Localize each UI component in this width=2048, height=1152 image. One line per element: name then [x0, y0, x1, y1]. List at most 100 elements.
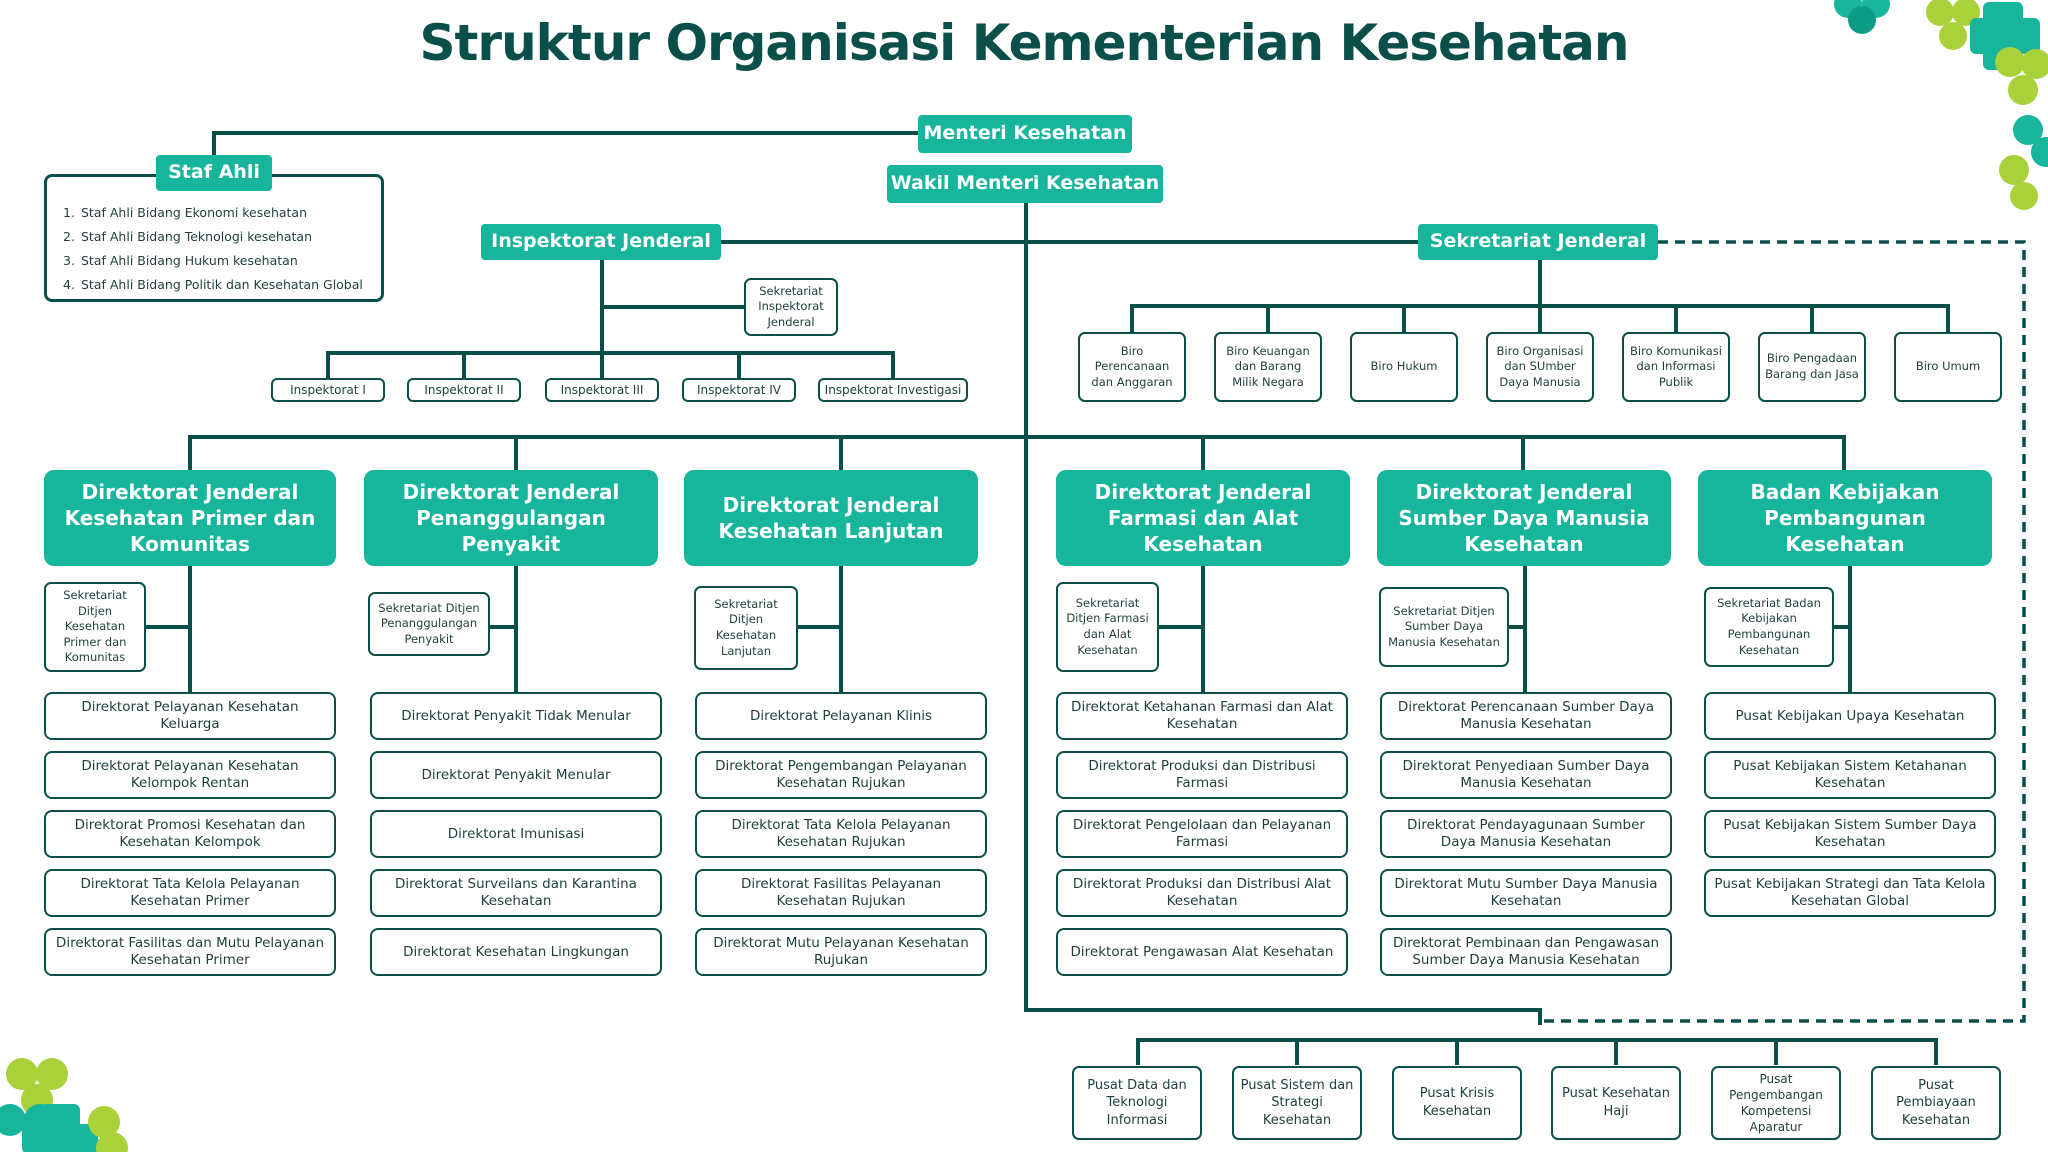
connector-stem-1	[144, 564, 192, 694]
node-unit-primer-1: Direktorat Pelayanan Kesehatan Keluarga	[44, 692, 336, 740]
node-badan-kebijakan: Badan Kebijakan Pembangunan Kesehatan	[1698, 470, 1992, 566]
node-unit-lanjutan-1: Direktorat Pelayanan Klinis	[695, 692, 987, 740]
node-inspektorat-4: Inspektorat IV	[682, 378, 796, 402]
node-unit-farmasi-1: Direktorat Ketahanan Farmasi dan Alat Ke…	[1056, 692, 1348, 740]
node-unit-primer-5: Direktorat Fasilitas dan Mutu Pelayanan …	[44, 928, 336, 976]
node-pusat-krisis: Pusat Krisis Kesehatan	[1392, 1066, 1522, 1140]
node-unit-sdm-4: Direktorat Mutu Sumber Daya Manusia Kese…	[1380, 869, 1672, 917]
node-biro-komunikasi: Biro Komunikasi dan Informasi Publik	[1622, 332, 1730, 402]
node-dirjen-penanggulangan-penyakit: Direktorat Jenderal Penanggulangan Penya…	[364, 470, 658, 566]
node-sekretariat-ditjen-farmasi: Sekretariat Ditjen Farmasi dan Alat Kese…	[1056, 582, 1159, 672]
node-menteri: Menteri Kesehatan	[918, 115, 1132, 153]
staf-ahli-panel: 1. Staf Ahli Bidang Ekonomi kesehatan 2. S…	[44, 174, 384, 302]
node-biro-organisasi: Biro Organisasi dan SUmber Daya Manusia	[1486, 332, 1594, 402]
node-sekretariat-badan-kebijakan: Sekretariat Badan Kebijakan Pembangunan …	[1704, 587, 1834, 667]
staf-ahli-item-label: Staf Ahli Bidang Politik dan Kesehatan G…	[81, 277, 363, 292]
node-sekretariat-itjen: Sekretariat Inspektorat Jenderal	[744, 278, 838, 336]
connector-stem-6	[1832, 564, 1852, 694]
node-sekretariat-ditjen-penyakit: Sekretariat Ditjen Penanggulangan Penyak…	[368, 592, 490, 656]
node-unit-penyakit-1: Direktorat Penyakit Tidak Menular	[370, 692, 662, 740]
node-unit-farmasi-2: Direktorat Produksi dan Distribusi Farma…	[1056, 751, 1348, 799]
node-unit-sdm-3: Direktorat Pendayagunaan Sumber Daya Man…	[1380, 810, 1672, 858]
staf-ahli-item: 2. Staf Ahli Bidang Teknologi kesehatan	[63, 225, 363, 249]
connector-pusat-drops	[1295, 1038, 1778, 1065]
node-inspektorat-2: Inspektorat II	[407, 378, 521, 402]
node-dirjen-sdm-kesehatan: Direktorat Jenderal Sumber Daya Manusia …	[1377, 470, 1671, 566]
node-unit-penyakit-2: Direktorat Penyakit Menular	[370, 751, 662, 799]
node-unit-sdm-1: Direktorat Perencanaan Sumber Daya Manus…	[1380, 692, 1672, 740]
staf-ahli-list: 1. Staf Ahli Bidang Ekonomi kesehatan 2. S…	[63, 201, 363, 297]
connector-menteri-staf-ahli	[212, 131, 920, 164]
node-biro-pengadaan: Biro Pengadaan Barang dan Jasa	[1758, 332, 1866, 402]
node-dirjen-kesehatan-lanjutan: Direktorat Jenderal Kesehatan Lanjutan	[684, 470, 978, 566]
node-pusat-pembiayaan: Pusat Pembiayaan Kesehatan	[1871, 1066, 2001, 1140]
node-unit-lanjutan-4: Direktorat Fasilitas Pelayanan Kesehatan…	[695, 869, 987, 917]
node-pusat-haji: Pusat Kesehatan Haji	[1551, 1066, 1681, 1140]
node-unit-kebijakan-1: Pusat Kebijakan Upaya Kesehatan	[1704, 692, 1996, 740]
staf-ahli-item-number: 4.	[63, 277, 75, 292]
node-unit-penyakit-3: Direktorat Imunisasi	[370, 810, 662, 858]
decorative-leaves-bottom-left	[0, 1058, 128, 1152]
node-unit-lanjutan-5: Direktorat Mutu Pelayanan Kesehatan Ruju…	[695, 928, 987, 976]
node-pusat-sistem-strategi: Pusat Sistem dan Strategi Kesehatan	[1232, 1066, 1362, 1140]
node-unit-primer-3: Direktorat Promosi Kesehatan dan Kesehat…	[44, 810, 336, 858]
node-unit-sdm-2: Direktorat Penyediaan Sumber Daya Manusi…	[1380, 751, 1672, 799]
node-dirjen-kesehatan-primer: Direktorat Jenderal Kesehatan Primer dan…	[44, 470, 336, 566]
node-biro-umum: Biro Umum	[1894, 332, 2002, 402]
node-biro-perencanaan: Biro Perencanaan dan Anggaran	[1078, 332, 1186, 402]
connector-stem-2	[488, 564, 518, 694]
node-sekretariat-jenderal: Sekretariat Jenderal	[1418, 224, 1658, 260]
node-biro-keuangan: Biro Keuangan dan Barang Milik Negara	[1214, 332, 1322, 402]
staf-ahli-item-label: Staf Ahli Bidang Ekonomi kesehatan	[81, 205, 308, 220]
staf-ahli-item-label: Staf Ahli Bidang Hukum kesehatan	[81, 253, 298, 268]
node-inspektorat-3: Inspektorat III	[545, 378, 659, 402]
connector-stem-5	[1507, 564, 1527, 694]
node-sekretariat-ditjen-primer: Sekretariat Ditjen Kesehatan Primer dan …	[44, 582, 146, 672]
connector-inspektorat-drops	[462, 351, 741, 379]
node-pusat-kompetensi: Pusat Pengembangan Kompetensi Aparatur	[1711, 1066, 1841, 1140]
node-staf-ahli: Staf Ahli	[156, 155, 272, 191]
node-unit-farmasi-5: Direktorat Pengawasan Alat Kesehatan	[1056, 928, 1348, 976]
connector-pusat-bar	[1136, 1038, 1938, 1065]
node-unit-penyakit-5: Direktorat Kesehatan Lingkungan	[370, 928, 662, 976]
node-unit-kebijakan-2: Pusat Kebijakan Sistem Ketahanan Kesehat…	[1704, 751, 1996, 799]
node-pusat-data: Pusat Data dan Teknologi Informasi	[1072, 1066, 1202, 1140]
node-unit-lanjutan-2: Direktorat Pengembangan Pelayanan Keseha…	[695, 751, 987, 799]
node-unit-penyakit-4: Direktorat Surveilans dan Karantina Kese…	[370, 869, 662, 917]
node-unit-sdm-5: Direktorat Pembinaan dan Pengawasan Sumb…	[1380, 928, 1672, 976]
staf-ahli-item: 1. Staf Ahli Bidang Ekonomi kesehatan	[63, 201, 363, 225]
node-biro-hukum: Biro Hukum	[1350, 332, 1458, 402]
staf-ahli-item-number: 1.	[63, 205, 75, 220]
connector-stem-4	[1157, 564, 1205, 694]
connector-main-spine	[1024, 196, 1542, 1025]
node-sekretariat-ditjen-sdm: Sekretariat Ditjen Sumber Daya Manusia K…	[1379, 587, 1509, 667]
node-wakil-menteri: Wakil Menteri Kesehatan	[887, 165, 1163, 203]
page-title: Struktur Organisasi Kementerian Kesehata…	[419, 14, 1630, 72]
connector-inspektorat-bar	[326, 351, 895, 379]
staf-ahli-item-label: Staf Ahli Bidang Teknologi kesehatan	[81, 229, 312, 244]
staf-ahli-item: 4. Staf Ahli Bidang Politik dan Kesehatan…	[63, 273, 363, 297]
staf-ahli-item-number: 2.	[63, 229, 75, 244]
node-unit-lanjutan-3: Direktorat Tata Kelola Pelayanan Kesehat…	[695, 810, 987, 858]
node-unit-kebijakan-3: Pusat Kebijakan Sistem Sumber Daya Keseh…	[1704, 810, 1996, 858]
staf-ahli-item-number: 3.	[63, 253, 75, 268]
node-inspektorat-1: Inspektorat I	[271, 378, 385, 402]
node-dirjen-farmasi-alkes: Direktorat Jenderal Farmasi dan Alat Kes…	[1056, 470, 1350, 566]
connector-dirjen-drops	[514, 435, 1525, 472]
connector-biro-drops	[1266, 304, 1814, 333]
node-unit-farmasi-4: Direktorat Produksi dan Distribusi Alat …	[1056, 869, 1348, 917]
node-unit-primer-2: Direktorat Pelayanan Kesehatan Kelompok …	[44, 751, 336, 799]
node-inspektorat-investigasi: Inspektorat Investigasi	[818, 378, 968, 402]
connector-dirjen-bar	[188, 435, 1846, 472]
node-sekretariat-ditjen-lanjutan: Sekretariat Ditjen Kesehatan Lanjutan	[694, 586, 798, 670]
connector-sekjen-pusat-dashed	[1540, 240, 2026, 1023]
connector-stem-3	[796, 564, 843, 694]
staf-ahli-item: 3. Staf Ahli Bidang Hukum kesehatan	[63, 249, 363, 273]
decorative-leaves-top-right	[1834, 0, 2048, 210]
node-unit-farmasi-3: Direktorat Pengelolaan dan Pelayanan Far…	[1056, 810, 1348, 858]
node-inspektorat-jenderal: Inspektorat Jenderal	[481, 224, 721, 260]
node-unit-kebijakan-4: Pusat Kebijakan Strategi dan Tata Kelola…	[1704, 869, 1996, 917]
node-unit-primer-4: Direktorat Tata Kelola Pelayanan Kesehat…	[44, 869, 336, 917]
